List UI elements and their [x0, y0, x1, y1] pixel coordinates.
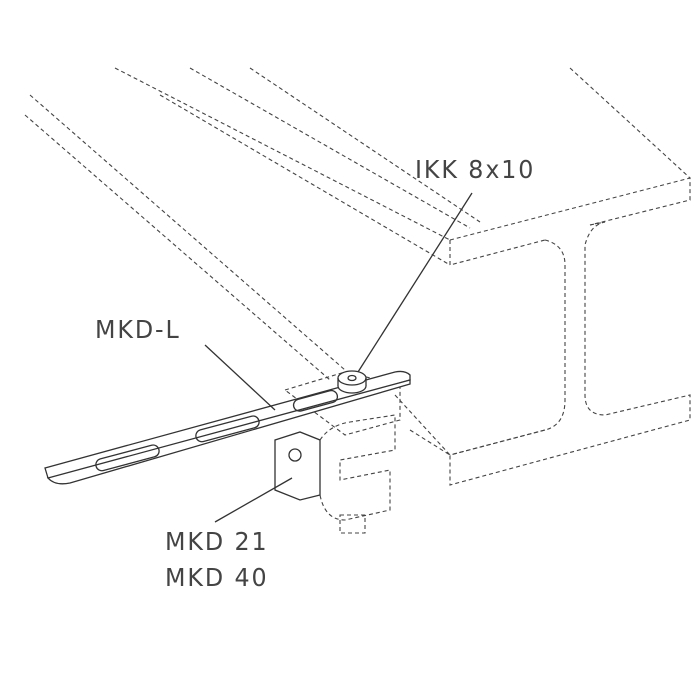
rail-mkd-l[interactable] [44, 370, 411, 485]
i-beam-hidden-lines [24, 67, 691, 486]
label-clamp-1: MKD 21 [165, 527, 269, 556]
label-screw: IKK 8x10 [415, 155, 536, 184]
leader-clamp [214, 477, 293, 523]
screw-ikk [337, 370, 367, 394]
label-rail: MKD-L [95, 315, 181, 344]
leader-screw [357, 192, 473, 373]
leader-rail [204, 344, 276, 411]
label-clamp-2: MKD 40 [165, 563, 269, 592]
clamp-mkd [274, 371, 401, 534]
leader-lines [204, 192, 473, 523]
